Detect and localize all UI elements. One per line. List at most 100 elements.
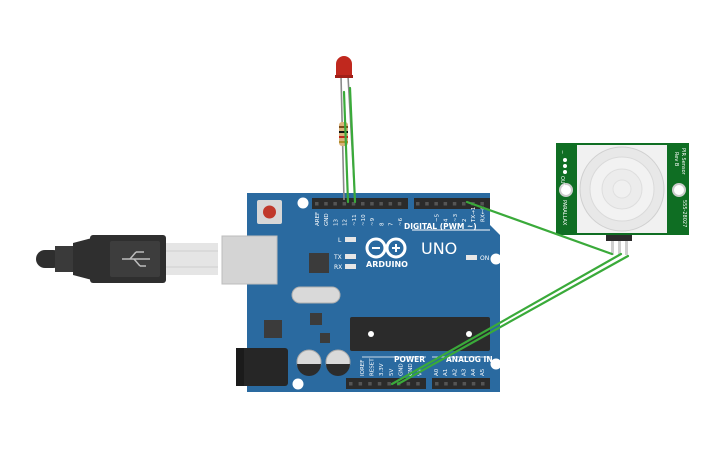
pin-label: RX←0 — [480, 206, 486, 222]
pin-label: ~6 — [398, 217, 404, 226]
pin-label: 4 — [444, 218, 450, 222]
mount-hole — [490, 358, 502, 370]
header-pin[interactable] — [351, 202, 356, 206]
pin-label: 2 — [462, 219, 468, 223]
pin-label: 12 — [343, 219, 349, 226]
header-pin[interactable] — [377, 382, 382, 386]
header-pin[interactable] — [481, 382, 485, 386]
pin-label: GND — [324, 213, 330, 226]
pin-label: A2 — [452, 369, 458, 376]
header-pin[interactable] — [361, 202, 365, 206]
pin-label: ~3 — [453, 213, 459, 222]
pin-label: A3 — [462, 368, 468, 376]
header-pin[interactable] — [425, 202, 429, 206]
header-pin[interactable] — [333, 202, 337, 206]
header-pin[interactable] — [315, 202, 319, 206]
header-pin[interactable] — [379, 202, 383, 206]
header-pin[interactable] — [480, 202, 484, 206]
digital-label: DIGITAL (PWM ~) — [404, 222, 477, 231]
wires[interactable] — [342, 86, 630, 386]
sensor-brand-label: PARALLAX — [561, 200, 567, 226]
sensor-mount-hole — [672, 183, 686, 197]
header-pin[interactable] — [358, 382, 363, 386]
header-pin[interactable] — [397, 202, 402, 206]
pin-label: IOREF — [360, 360, 366, 376]
header-pin[interactable] — [416, 202, 420, 206]
reset-button-icon[interactable] — [257, 200, 282, 224]
sensor-pin-out-label: OUT — [559, 176, 565, 188]
header-pin[interactable] — [416, 382, 420, 386]
on-label: ON — [480, 255, 489, 262]
header-pin[interactable] — [324, 202, 328, 206]
header-pin[interactable] — [462, 202, 466, 206]
header-pin[interactable] — [387, 382, 391, 386]
usb-cable-icon[interactable] — [36, 235, 218, 283]
wire-led-gnd[interactable] — [342, 90, 350, 204]
pin-label: 8 — [379, 222, 385, 226]
sensor-title-label: PIR Sensor — [680, 148, 686, 176]
mount-hole — [292, 378, 304, 390]
pin-label: ~11 — [352, 214, 358, 226]
digital-header[interactable] — [312, 198, 490, 209]
power-label: POWER — [394, 355, 425, 364]
header-pin[interactable] — [388, 202, 393, 206]
header-pin[interactable] — [443, 202, 448, 206]
header-pin[interactable] — [435, 382, 439, 386]
header-pin[interactable] — [406, 382, 411, 386]
pir-sensor[interactable]: − OUT PARALLAX PIR Sensor Rev B 555-2802… — [556, 143, 689, 255]
dc-jack-icon — [236, 348, 288, 386]
header-pin[interactable] — [342, 202, 347, 206]
header-pin[interactable] — [453, 382, 457, 386]
pin-label: ~9 — [370, 217, 376, 226]
pin-label: 13 — [333, 219, 339, 226]
wire-led-13[interactable] — [348, 86, 357, 204]
pin-label: ~5 — [434, 213, 440, 222]
wire-signal[interactable] — [465, 200, 614, 256]
pin-label: 3.3V — [379, 363, 385, 376]
model-label: UNO — [421, 239, 457, 258]
mount-hole — [297, 197, 309, 209]
pin-label: A4 — [471, 368, 477, 376]
header-pin[interactable] — [368, 382, 372, 386]
sensor-pin-gnd-label: − — [559, 150, 565, 154]
sensor-mount-hole — [559, 183, 573, 197]
chip-icon — [350, 317, 490, 351]
led-tx-label: TX — [333, 254, 342, 261]
sensor-rev-label: Rev B — [673, 152, 679, 167]
analog-label: ANALOG IN — [446, 355, 493, 364]
power-analog-header[interactable] — [346, 378, 490, 389]
usb-chip — [309, 253, 329, 273]
header-pin[interactable] — [452, 202, 457, 206]
wire-gnd[interactable] — [396, 254, 630, 386]
capacitor-icon — [296, 349, 351, 376]
small-chip — [320, 333, 330, 343]
pin-label: A1 — [443, 369, 449, 376]
header-pin[interactable] — [462, 382, 467, 386]
small-chip — [310, 313, 322, 325]
pin-label: A5 — [480, 368, 486, 376]
pin-label: GND — [408, 363, 414, 376]
header-pin[interactable] — [444, 382, 448, 386]
usb-port-icon — [221, 235, 278, 285]
regulator — [264, 320, 282, 338]
brand-label: ARDUINO — [366, 260, 408, 269]
pin-label: TX→1 — [471, 207, 477, 223]
header-pin[interactable] — [370, 202, 374, 206]
header-pin[interactable] — [434, 202, 438, 206]
header-pin[interactable] — [349, 382, 353, 386]
arduino-logo-icon — [365, 237, 407, 259]
pin-label: 5V — [389, 369, 395, 376]
pin-label: GND — [398, 363, 404, 376]
header-pin[interactable] — [471, 382, 476, 386]
sensor-header — [606, 235, 632, 241]
crystal — [291, 286, 341, 304]
led-rx-label: RX — [334, 264, 342, 271]
wire-5v[interactable] — [390, 252, 623, 386]
pin-label: ~10 — [361, 214, 367, 226]
sensor-part-label: 555-28027 — [681, 200, 687, 227]
mount-hole — [490, 253, 502, 265]
pin-label: A0 — [434, 368, 440, 376]
